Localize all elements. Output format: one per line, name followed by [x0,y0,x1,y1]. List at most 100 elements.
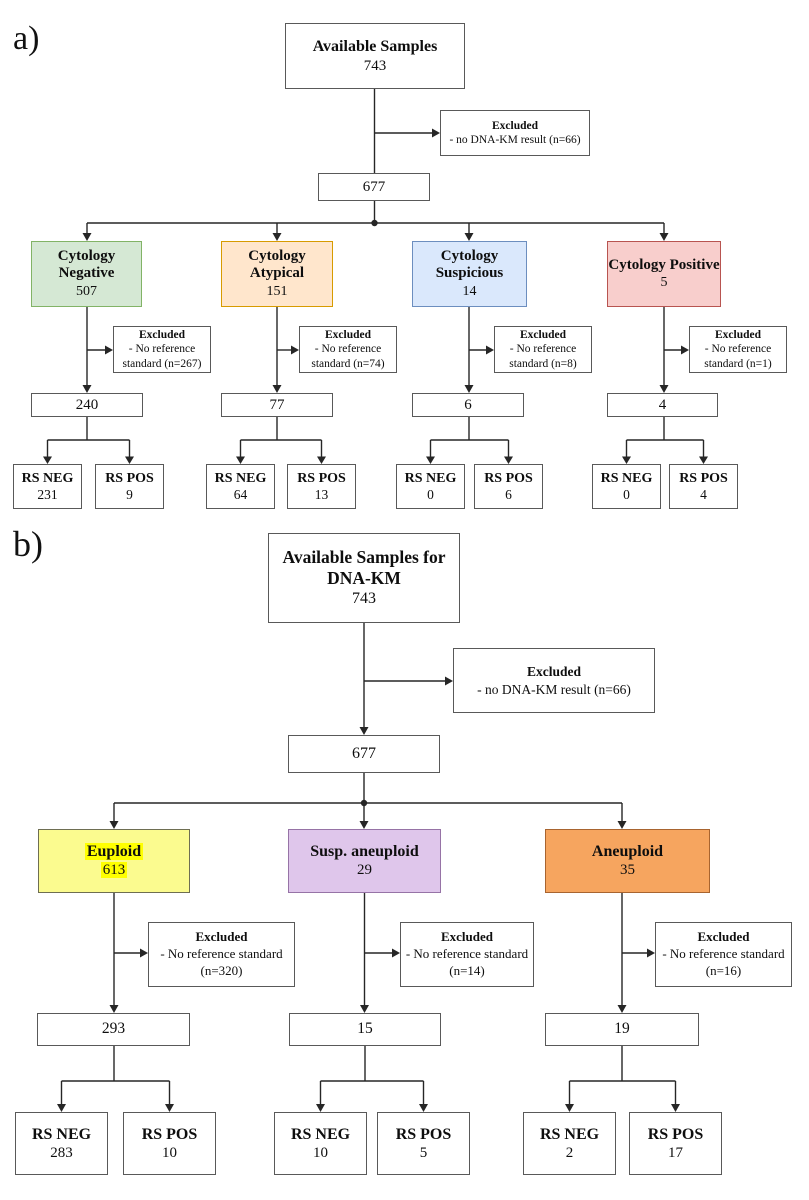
rs-label: RS NEG [214,470,267,486]
rs-label: RS NEG [404,470,457,486]
rs-count: 64 [233,486,248,502]
category-box-euploid: Euploid 613 [38,829,190,893]
excluded-note-b: Excluded - no DNA-KM result (n=66) [453,648,655,713]
rs-count: 0 [623,486,630,502]
category-count: 29 [357,862,372,879]
excluded-title: Excluded [526,663,581,679]
category-title: Cytology Suspicious [435,248,504,282]
subtotal-box: 6 [412,393,524,417]
rs-pos-box: RS POS 5 [377,1112,470,1175]
excluded-title: Excluded [519,328,566,341]
category-box-cytology-suspicious: Cytology Suspicious 14 [412,241,527,307]
subtotal-box: 4 [607,393,718,417]
rs-count: 9 [126,486,133,502]
rs-label: RS NEG [21,470,74,486]
excluded-detail: - No reference standard (n=320) [160,946,283,978]
rs-count: 5 [419,1145,428,1162]
flow-box-available-samples-b: Available Samples for DNA-KM 743 [268,533,460,623]
subtotal-box: 293 [37,1013,190,1046]
excluded-detail: - No reference standard (n=16) [662,946,785,978]
category-box-cytology-negative: Cytology Negative 507 [31,241,142,307]
panel-b-label: b) [13,524,43,564]
subtotal-box: 15 [289,1013,441,1046]
excluded-detail: - no DNA-KM result (n=66) [477,681,631,697]
excluded-note-a: Excluded - no DNA-KM result (n=66) [440,110,590,156]
category-title: Cytology Negative [57,248,116,282]
rs-label: RS POS [105,470,154,486]
rs-pos-box: RS POS 13 [287,464,356,509]
category-box-cytology-positive: Cytology Positive 5 [607,241,721,307]
excluded-note: Excluded - No reference standard (n=267) [113,326,211,373]
category-count: 35 [620,862,635,879]
rs-neg-box: RS NEG 0 [592,464,661,509]
category-title: Euploid [84,843,144,861]
rs-label: RS POS [484,470,533,486]
box-title: Available Samples [312,38,438,56]
category-count: 151 [266,283,288,299]
rs-label: RS NEG [600,470,653,486]
subtotal-box: 240 [31,393,143,417]
rs-count: 2 [565,1145,574,1162]
box-title: Available Samples for DNA-KM [282,547,446,589]
flow-box-available-samples-a: Available Samples 743 [285,23,465,89]
rs-count: 13 [314,486,329,502]
rs-pos-box: RS POS 10 [123,1112,216,1175]
category-box-aneuploid: Aneuploid 35 [545,829,710,893]
excluded-note: Excluded - No reference standard (n=74) [299,326,397,373]
excluded-title: Excluded [324,328,371,341]
rs-label: RS NEG [290,1125,351,1143]
excluded-note: Excluded - No reference standard (n=8) [494,326,592,373]
rs-neg-box: RS NEG 10 [274,1112,367,1175]
subtotal-box: 19 [545,1013,699,1046]
rs-count: 283 [50,1145,73,1162]
excluded-detail: - no DNA-KM result (n=66) [449,134,581,146]
rs-pos-box: RS POS 4 [669,464,738,509]
category-box-susp-aneuploid: Susp. aneuploid 29 [288,829,441,893]
rs-pos-box: RS POS 6 [474,464,543,509]
category-box-cytology-atypical: Cytology Atypical 151 [221,241,333,307]
rs-label: RS POS [297,470,346,486]
subtotal-box-b: 677 [288,735,440,773]
rs-label: RS NEG [539,1125,600,1143]
excluded-note: Excluded - No reference standard (n=14) [400,922,534,987]
category-title: Aneuploid [591,843,664,861]
rs-count: 6 [505,486,512,502]
rs-neg-box: RS NEG 64 [206,464,275,509]
excluded-title: Excluded [138,328,185,341]
rs-label: RS POS [141,1125,198,1143]
rs-neg-box: RS NEG 2 [523,1112,616,1175]
excluded-detail: - No reference standard (n=74) [311,343,385,370]
rs-label: RS POS [679,470,728,486]
box-count: 743 [352,590,376,608]
excluded-title: Excluded [697,929,750,945]
excluded-note: Excluded - No reference standard (n=320) [148,922,295,987]
box-count: 743 [363,57,387,74]
rs-neg-box: RS NEG 231 [13,464,82,509]
rs-label: RS NEG [31,1125,92,1143]
rs-pos-box: RS POS 17 [629,1112,722,1175]
excluded-title: Excluded [195,929,248,945]
excluded-note: Excluded - No reference standard (n=1) [689,326,787,373]
subtotal-box-a: 677 [318,173,430,201]
category-title: Cytology Positive [608,256,720,273]
panel-a-label: a) [13,20,40,57]
excluded-title: Excluded [440,929,493,945]
rs-count: 0 [427,486,434,502]
excluded-note: Excluded - No reference standard (n=16) [655,922,792,987]
rs-count: 10 [162,1145,177,1162]
rs-count: 4 [700,486,707,502]
rs-count: 10 [313,1145,328,1162]
subtotal-box: 77 [221,393,333,417]
excluded-title: Excluded [714,328,761,341]
excluded-detail: - No reference standard (n=8) [509,343,577,370]
category-count: 613 [100,862,128,879]
excluded-detail: - No reference standard (n=1) [704,343,772,370]
rs-count: 231 [37,486,58,502]
rs-label: RS POS [395,1125,452,1143]
category-title: Susp. aneuploid [310,843,419,861]
rs-label: RS POS [647,1125,704,1143]
excluded-detail: - No reference standard (n=14) [405,946,529,978]
category-count: 5 [660,275,668,291]
